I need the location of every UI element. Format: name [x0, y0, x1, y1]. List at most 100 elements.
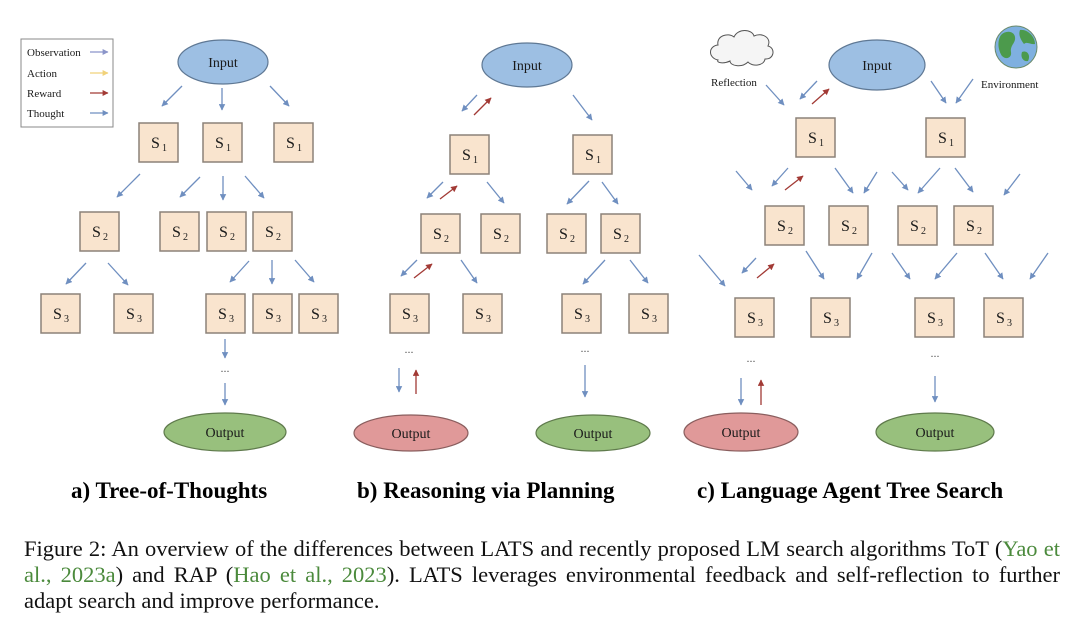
reward-arrow [756, 263, 775, 279]
caption-text-middle: ) and RAP ( [115, 562, 234, 587]
citation-link-hao[interactable]: Hao et al., 2023 [233, 562, 387, 587]
state-subscript: 3 [137, 314, 142, 325]
state-label: S [747, 310, 756, 327]
input-node-tot-shape [177, 39, 269, 85]
state-subscript: 1 [162, 143, 167, 154]
state-box [252, 211, 293, 252]
state-box [828, 205, 869, 246]
state-subscript: 3 [834, 318, 839, 329]
citation-link-yao[interactable]: Yao et al., 2023a [24, 536, 1060, 587]
panel-title-lats: c) Language Agent Tree Search [697, 478, 1004, 503]
state-label: S [585, 147, 594, 164]
state-label: S [433, 226, 442, 243]
thought-arrow [461, 94, 478, 112]
state-label: S [311, 306, 320, 323]
output-node-success: Output [163, 412, 287, 452]
state-subscript: 3 [652, 314, 657, 325]
environment-arrow [863, 171, 878, 194]
state-label: S [218, 306, 227, 323]
state-box [897, 205, 938, 246]
earth-globe-icon [994, 25, 1038, 69]
environment-label: Environment [981, 79, 1038, 91]
input-node-lats-label: Input [862, 59, 892, 74]
ellipsis-continuation: ... [405, 342, 414, 356]
panel-title-rap: b) Reasoning via Planning [357, 478, 615, 503]
environment-arrow [1003, 173, 1021, 196]
reward-arrow [413, 263, 433, 279]
legend-label-observation: Observation [27, 47, 81, 59]
thought-arrow [601, 181, 619, 205]
state-label: S [172, 224, 181, 241]
state-box [572, 134, 613, 175]
state-label: S [286, 135, 295, 152]
thought-arrow [244, 175, 265, 199]
state-subscript: 3 [322, 314, 327, 325]
state-subscript: 3 [585, 314, 590, 325]
thought-arrow [426, 181, 444, 199]
state-subscript: 3 [486, 314, 491, 325]
state-label: S [475, 306, 484, 323]
thought-arrow [566, 180, 590, 205]
output-node-success: Output [875, 412, 995, 452]
state-subscript: 2 [444, 234, 449, 245]
state-subscript: 2 [103, 232, 108, 243]
state-box [600, 213, 641, 254]
state-label: S [265, 306, 274, 323]
output-node-success-label: Output [574, 427, 613, 442]
output-node-success-shape [535, 414, 651, 452]
state-box [159, 211, 200, 252]
state-label: S [777, 218, 786, 235]
state-subscript: 2 [788, 226, 793, 237]
state-box [40, 293, 81, 334]
panel-title-tot: a) Tree-of-Thoughts [71, 478, 268, 503]
input-node-rap-shape [481, 42, 573, 88]
state-box [546, 213, 587, 254]
figure-diagram: Observation Action Reward Thought Reflec… [20, 25, 1049, 452]
state-label: S [938, 130, 947, 147]
state-box [298, 293, 339, 334]
state-subscript: 2 [276, 232, 281, 243]
state-label: S [910, 218, 919, 235]
state-label: S [53, 306, 62, 323]
thought-arrow [741, 257, 757, 274]
state-box [734, 297, 775, 338]
output-node-failure: Output [353, 414, 469, 452]
thought-arrow [805, 250, 825, 280]
state-label: S [265, 224, 274, 241]
state-box [462, 293, 503, 334]
state-box [449, 134, 490, 175]
reflection-label: Reflection [711, 77, 757, 89]
state-label: S [641, 306, 650, 323]
thought-arrow [179, 176, 201, 198]
state-subscript: 3 [1007, 318, 1012, 329]
state-box [953, 205, 994, 246]
thought-arrow [934, 252, 958, 280]
state-box [628, 293, 669, 334]
input-node-rap-label: Input [512, 59, 542, 74]
reward-arrow [439, 185, 458, 200]
output-node-success-label: Output [916, 426, 955, 441]
input-node-tot: Input [177, 39, 269, 85]
reward-arrow [784, 175, 804, 191]
ellipsis-continuation: ... [931, 346, 940, 360]
thought-arrow [984, 252, 1004, 280]
thought-arrow [107, 262, 129, 286]
cloud-icon [710, 30, 774, 67]
state-box [764, 205, 805, 246]
state-box [420, 213, 461, 254]
